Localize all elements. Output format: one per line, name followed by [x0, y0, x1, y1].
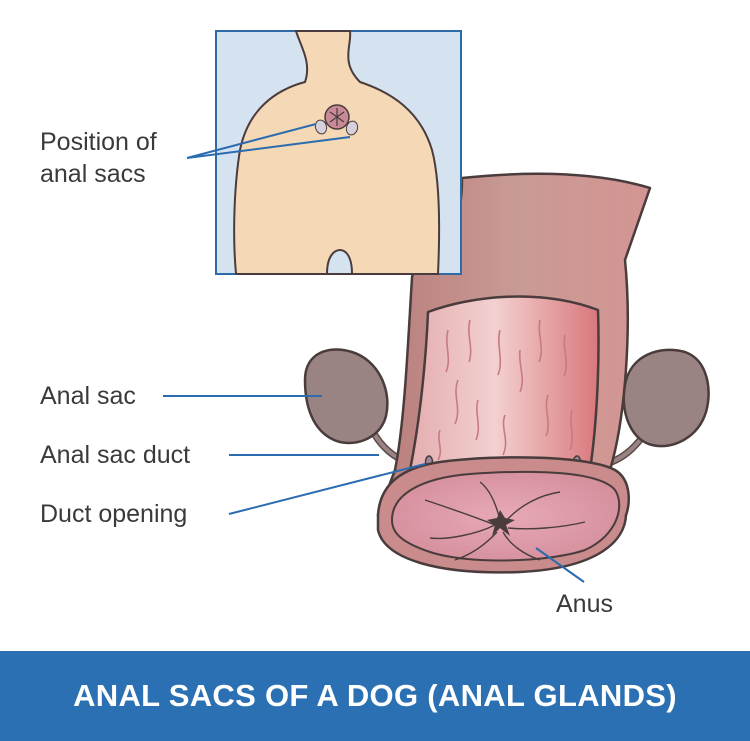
leader-duct-opening [228, 463, 426, 515]
leader-anal-sacs-2 [186, 136, 351, 159]
leader-anal-sacs-1 [186, 123, 317, 159]
title-banner: ANAL SACS OF A DOG (ANAL GLANDS) [0, 651, 750, 741]
inset-position-view [215, 30, 462, 275]
leader-lines [163, 123, 585, 583]
position-of-label: Position of [40, 128, 157, 156]
duct-opening-label: Duct opening [40, 500, 188, 528]
anal-sacs-label: anal sacs [40, 160, 146, 188]
anus-face [376, 456, 631, 574]
anal-sac-label: Anal sac [40, 382, 136, 410]
anatomy-diagram [163, 30, 710, 583]
banner-title: ANAL SACS OF A DOG (ANAL GLANDS) [73, 678, 677, 713]
anus-label: Anus [556, 590, 613, 618]
leader-anus [535, 547, 585, 583]
left-anal-sac [303, 348, 408, 466]
anal-sac-duct-label: Anal sac duct [40, 441, 191, 469]
mucosal-folds [437, 319, 574, 461]
rectum-inner-lining [408, 295, 600, 472]
